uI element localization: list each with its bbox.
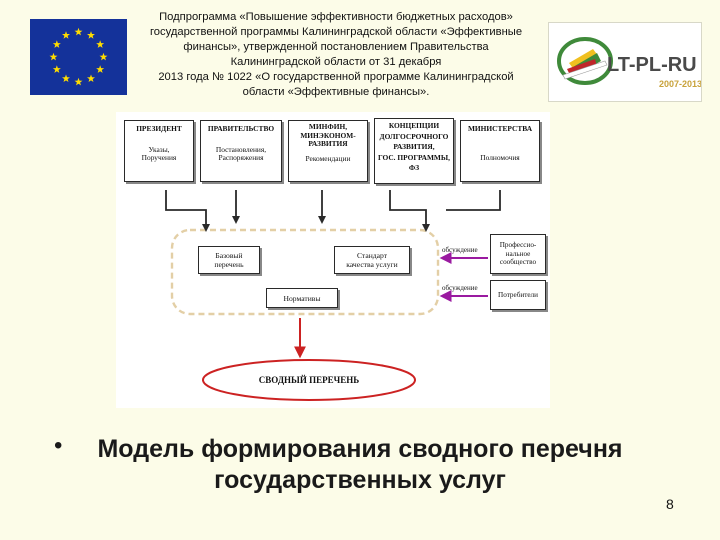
eu-star-icon	[99, 52, 108, 61]
box-ministries-title: МИНИСТЕРСТВА	[467, 124, 533, 133]
logo-text: LT-PL-RU	[607, 54, 697, 76]
box-president: ПРЕЗИДЕНТ Указы, Поручения	[124, 120, 194, 182]
lt-pl-ru-logo: LT-PL-RU 2007-2013	[548, 22, 702, 102]
logo-years: 2007-2013	[659, 79, 701, 89]
box-ministries: МИНИСТЕРСТВА Полномочия	[460, 120, 540, 182]
eu-star-icon	[74, 27, 83, 36]
header-line: Калининградской области от 31 декабря	[230, 56, 442, 68]
caption: Модель формирования сводного перечня гос…	[40, 434, 680, 496]
box-minfin-title: МИНФИН, МИНЭКОНОМ- РАЗВИТИЯ	[300, 122, 356, 149]
box-government-subtitle: Постановления, Распоряжения	[215, 144, 267, 163]
header-line: финансы», утвержденной постановлением Пр…	[183, 41, 489, 53]
eu-flag-icon	[30, 19, 127, 95]
header-line: области «Эффективные финансы».	[242, 86, 430, 98]
box-professional-community: Профессио- нальное сообщество	[490, 234, 546, 274]
eu-star-icon	[52, 65, 61, 73]
box-government-title: ПРАВИТЕЛЬСТВО	[207, 124, 275, 133]
eu-star-icon	[87, 31, 95, 39]
box-base-list: Базовый перечень	[198, 246, 260, 274]
box-president-subtitle: Указы, Поручения	[141, 144, 177, 163]
box-minfin-subtitle: Рекомендации	[305, 153, 351, 163]
caption-bullet: •	[54, 432, 63, 459]
header-line: 2013 года № 1022 «О государственной прог…	[158, 71, 514, 83]
box-government: ПРАВИТЕЛЬСТВО Постановления, Распоряжени…	[200, 120, 282, 182]
flow-diagram: ПРЕЗИДЕНТ Указы, Поручения ПРАВИТЕЛЬСТВО…	[116, 112, 550, 408]
final-ellipse	[202, 359, 416, 401]
eu-star-icon	[62, 31, 70, 39]
header-line: Подпрограмма «Повышение эффективности бю…	[159, 11, 513, 23]
eu-star-icon	[49, 52, 58, 61]
caption-line-2: государственных услуг	[214, 466, 506, 494]
discussion-label-2: обсуждение	[442, 284, 478, 292]
eu-star-icon	[62, 74, 70, 83]
box-quality-standard: Стандарт качества услуги	[334, 246, 410, 274]
eu-star-icon	[74, 77, 83, 86]
eu-star-icon	[87, 74, 95, 83]
header-text: Подпрограмма «Повышение эффективности бю…	[128, 10, 544, 100]
lt-pl-ru-logo-icon: LT-PL-RU 2007-2013	[557, 37, 702, 89]
header-line: государственной программы Калининградско…	[149, 26, 523, 38]
page-number: 8	[666, 496, 674, 512]
box-concepts: КОНЦЕПЦИИ ДОЛГОСРОЧНОГО РАЗВИТИЯ, ГОС. П…	[374, 118, 454, 184]
eu-star-icon	[96, 65, 105, 73]
box-consumers: Потребители	[490, 280, 546, 310]
box-president-title: ПРЕЗИДЕНТ	[136, 124, 182, 133]
eu-star-icon	[96, 40, 105, 48]
box-minfin: МИНФИН, МИНЭКОНОМ- РАЗВИТИЯ Рекомендации	[288, 120, 368, 182]
discussion-label-1: обсуждение	[442, 246, 478, 254]
box-concepts-title: КОНЦЕПЦИИ ДОЛГОСРОЧНОГО РАЗВИТИЯ, ГОС. П…	[377, 121, 451, 172]
box-norms: Нормативы	[266, 288, 338, 308]
box-ministries-subtitle: Полномочия	[480, 152, 520, 162]
eu-star-icon	[52, 40, 61, 48]
caption-line-1: Модель формирования сводного перечня	[97, 435, 623, 463]
final-label: СВОДНЫЙ ПЕРЕЧЕНЬ	[258, 375, 360, 385]
